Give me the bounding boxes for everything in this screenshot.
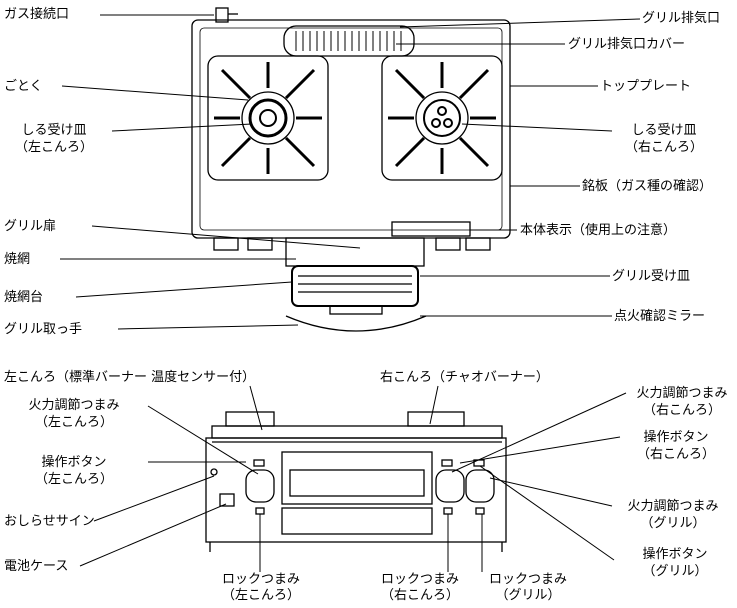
label-op-button-right: 操作ボタン: [643, 430, 709, 445]
front-body: [205, 437, 507, 543]
grill-handle: [329, 305, 383, 315]
label-grill-net: 焼網: [4, 252, 31, 267]
left-burner-ring: [241, 91, 295, 145]
label-right-burner: 右こんろ（チャオバーナー）: [380, 370, 549, 385]
label-left-burner: 左こんろ（標準バーナー 温度センサー付）: [4, 370, 256, 385]
gas-connection-pipe: [215, 7, 229, 23]
label-op-button-grill-sub: （グリル）: [642, 564, 708, 579]
right-heat-knob: [435, 469, 465, 503]
label-drip-pan-left: しる受け皿: [21, 123, 87, 138]
stove-front-view: [205, 411, 507, 552]
label-top-plate: トッププレート: [600, 79, 692, 94]
left-gotoku-front: [225, 411, 275, 427]
leader-lines: [60, 14, 641, 572]
left-heat-knob: [245, 469, 275, 503]
label-heat-knob-right-sub: （右こんろ）: [642, 403, 721, 418]
label-op-button-grill: 操作ボタン: [642, 547, 708, 562]
label-gotoku: ごとく: [4, 79, 43, 94]
label-heat-knob-left-sub: （左こんろ）: [34, 415, 113, 430]
label-drip-pan-right: しる受け皿: [631, 123, 697, 138]
top-view-knobs: [213, 237, 491, 251]
left-lock-knob: [255, 507, 265, 515]
label-heat-knob-right: 火力調節つまみ: [636, 386, 728, 401]
right-op-button: [441, 459, 453, 467]
label-grill-exhaust: グリル排気口: [642, 11, 721, 26]
label-grill-tray: グリル受け皿: [612, 269, 691, 284]
grill-lock-knob: [475, 507, 485, 515]
label-body-display-note: （使用上の注意）: [572, 223, 677, 238]
label-lock-knob-right-sub: （右こんろ）: [380, 588, 459, 603]
grill-exhaust-cover: [283, 25, 415, 57]
label-grill-exhaust-cover: グリル排気口カバー: [568, 37, 686, 52]
label-heat-knob-grill: 火力調節つまみ: [627, 499, 719, 514]
label-op-button-right-sub: （右こんろ）: [636, 447, 715, 462]
label-ignition-mirror: 点火確認ミラー: [614, 309, 706, 324]
body-display: [391, 221, 471, 237]
label-battery-case: 電池ケース: [4, 559, 69, 574]
label-nameplate: 銘板: [582, 179, 609, 194]
left-gotoku: [214, 62, 322, 174]
front-grill-handle: [281, 507, 433, 535]
label-lock-knob-left-sub: （左こんろ）: [221, 588, 300, 603]
stove-top-view: [191, 7, 511, 332]
label-drip-pan-left-sub: （左こんろ）: [14, 140, 93, 155]
label-lock-knob-grill-sub: （グリル）: [495, 588, 561, 603]
label-heat-knob-left: 火力調節つまみ: [28, 398, 120, 413]
label-lock-knob-grill: ロックつまみ: [488, 572, 567, 587]
left-op-button: [253, 459, 265, 467]
right-lock-knob: [443, 507, 453, 515]
grill-tray: [291, 265, 419, 307]
label-grill-door: グリル扉: [4, 219, 57, 234]
label-body-display: 本体表示: [520, 223, 573, 238]
left-drip-pan: [207, 55, 329, 181]
label-gas-connection: ガス接続口: [4, 7, 70, 22]
label-nameplate-note: （ガス種の確認）: [608, 179, 713, 194]
right-gotoku: [388, 62, 496, 174]
front-grill-window: [281, 451, 433, 505]
label-lock-knob-right: ロックつまみ: [380, 572, 459, 587]
label-op-button-left: 操作ボタン: [41, 455, 107, 470]
stove-body: [191, 19, 511, 239]
label-notice-sign: おしらせサイン: [4, 514, 95, 529]
label-lock-knob-left: ロックつまみ: [221, 572, 300, 587]
grill-heat-knob: [465, 469, 495, 503]
notice-sign: [210, 468, 218, 476]
label-op-button-left-sub: （左こんろ）: [34, 472, 113, 487]
ignition-mirror: [285, 315, 427, 332]
front-top-plate: [211, 425, 503, 439]
battery-case: [219, 493, 235, 507]
label-grill-handle: グリル取っ手: [4, 322, 83, 337]
right-drip-pan: [381, 55, 503, 181]
right-gotoku-front: [407, 411, 465, 427]
label-drip-pan-right-sub: （右こんろ）: [624, 140, 703, 155]
grill-exhaust-slits: [295, 31, 402, 51]
grill-door: [285, 237, 425, 267]
right-burner-ring: [415, 91, 469, 145]
label-grill-net-stand: 焼網台: [4, 290, 44, 305]
label-heat-knob-grill-sub: （グリル）: [640, 516, 706, 531]
